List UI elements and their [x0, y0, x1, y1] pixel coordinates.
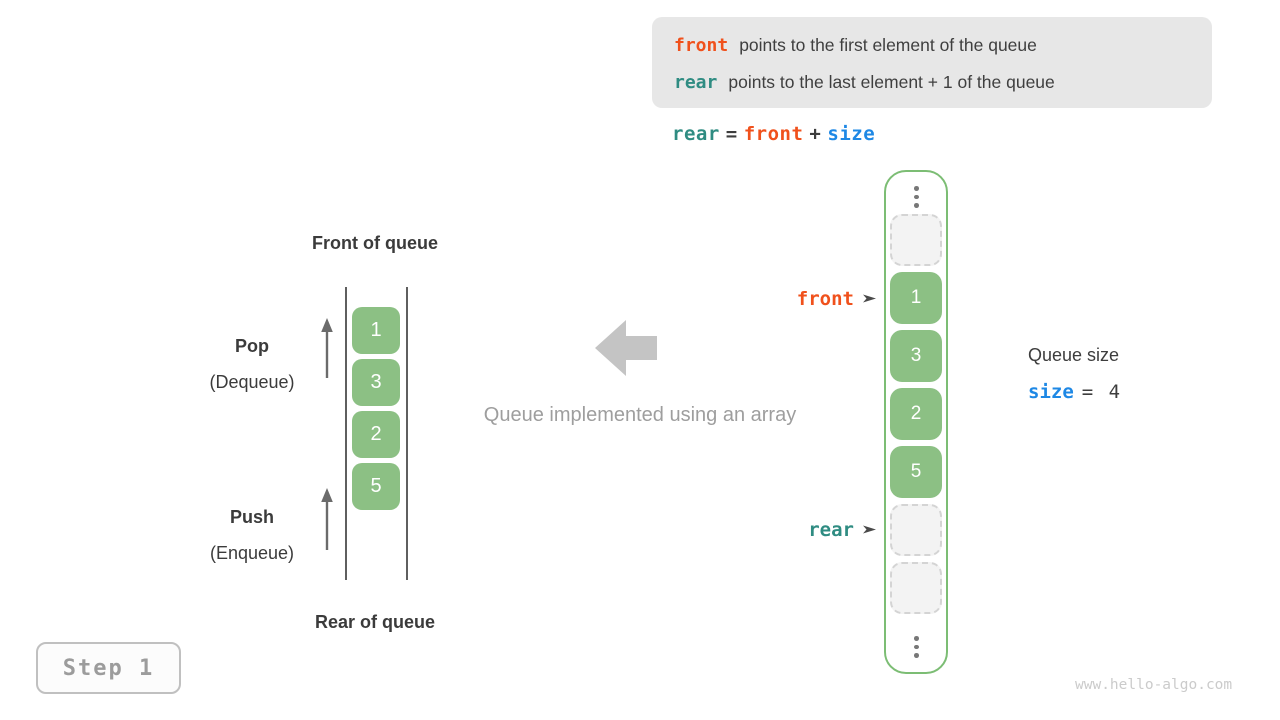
array-frame: 1 3 2 5: [884, 170, 948, 674]
queue-channel-right-wall: [406, 287, 408, 580]
front-pointer: front: [676, 288, 876, 310]
rear-of-queue-label: Rear of queue: [314, 612, 436, 632]
dequeue-label: (Dequeue): [209, 372, 295, 392]
front-pointer-label: front: [796, 288, 854, 310]
formula-rear: rear: [672, 123, 720, 145]
array-empty-cell: [890, 562, 942, 614]
queue-cells: 1 3 2 5: [352, 307, 400, 510]
rear-keyword: rear: [674, 72, 718, 93]
right-arrowhead-icon: [863, 294, 876, 303]
array-value-cell: 1: [890, 272, 942, 324]
vertical-ellipsis-icon: [913, 636, 919, 659]
pop-label: Pop: [235, 336, 269, 356]
front-of-queue-label: Front of queue: [312, 233, 438, 253]
push-up-arrow-icon: [321, 488, 333, 550]
queue-size-label: Queue size: [1028, 345, 1120, 365]
array-implementation-caption: Queue implemented using an array: [483, 404, 797, 426]
rear-definition-line: rear points to the last element + 1 of th…: [674, 64, 1194, 101]
array-value-cell: 5: [890, 446, 942, 498]
queue-value-cell: 5: [352, 463, 400, 510]
array-value-cell: 3: [890, 330, 942, 382]
left-block-arrow-icon: [595, 320, 657, 376]
formula-size: size: [827, 123, 876, 145]
array-empty-cell: [890, 504, 942, 556]
queue-value-cell: 1: [352, 307, 400, 354]
size-value: = 4: [1081, 381, 1123, 403]
right-arrowhead-icon: [863, 525, 876, 534]
formula-equals: =: [725, 123, 738, 145]
array-value-cell: 2: [890, 388, 942, 440]
queue-channel-left-wall: [345, 287, 347, 580]
queue-value-cell: 2: [352, 411, 400, 458]
vertical-ellipsis-icon: [913, 186, 919, 209]
array-empty-cell: [890, 214, 942, 266]
rear-pointer-label: rear: [808, 519, 854, 541]
rear-formula: rear=front+size: [672, 123, 875, 145]
front-keyword: front: [674, 35, 729, 56]
size-variable: size: [1028, 381, 1074, 403]
rear-definition-text: points to the last element + 1 of the qu…: [728, 72, 1055, 92]
watermark: www.hello-algo.com: [1075, 677, 1233, 693]
definition-note-box: front points to the first element of the …: [652, 17, 1212, 108]
formula-plus: +: [809, 123, 822, 145]
formula-front: front: [743, 123, 804, 145]
pop-up-arrow-icon: [321, 318, 333, 378]
queue-size-expression: size = 4: [1028, 381, 1122, 403]
rear-pointer: rear: [676, 519, 876, 541]
front-definition-text: points to the first element of the queue: [739, 35, 1037, 55]
enqueue-label: (Enqueue): [209, 543, 295, 563]
queue-value-cell: 3: [352, 359, 400, 406]
push-label: Push: [229, 507, 274, 527]
front-definition-line: front points to the first element of the …: [674, 27, 1194, 64]
step-badge: Step 1: [36, 642, 181, 694]
